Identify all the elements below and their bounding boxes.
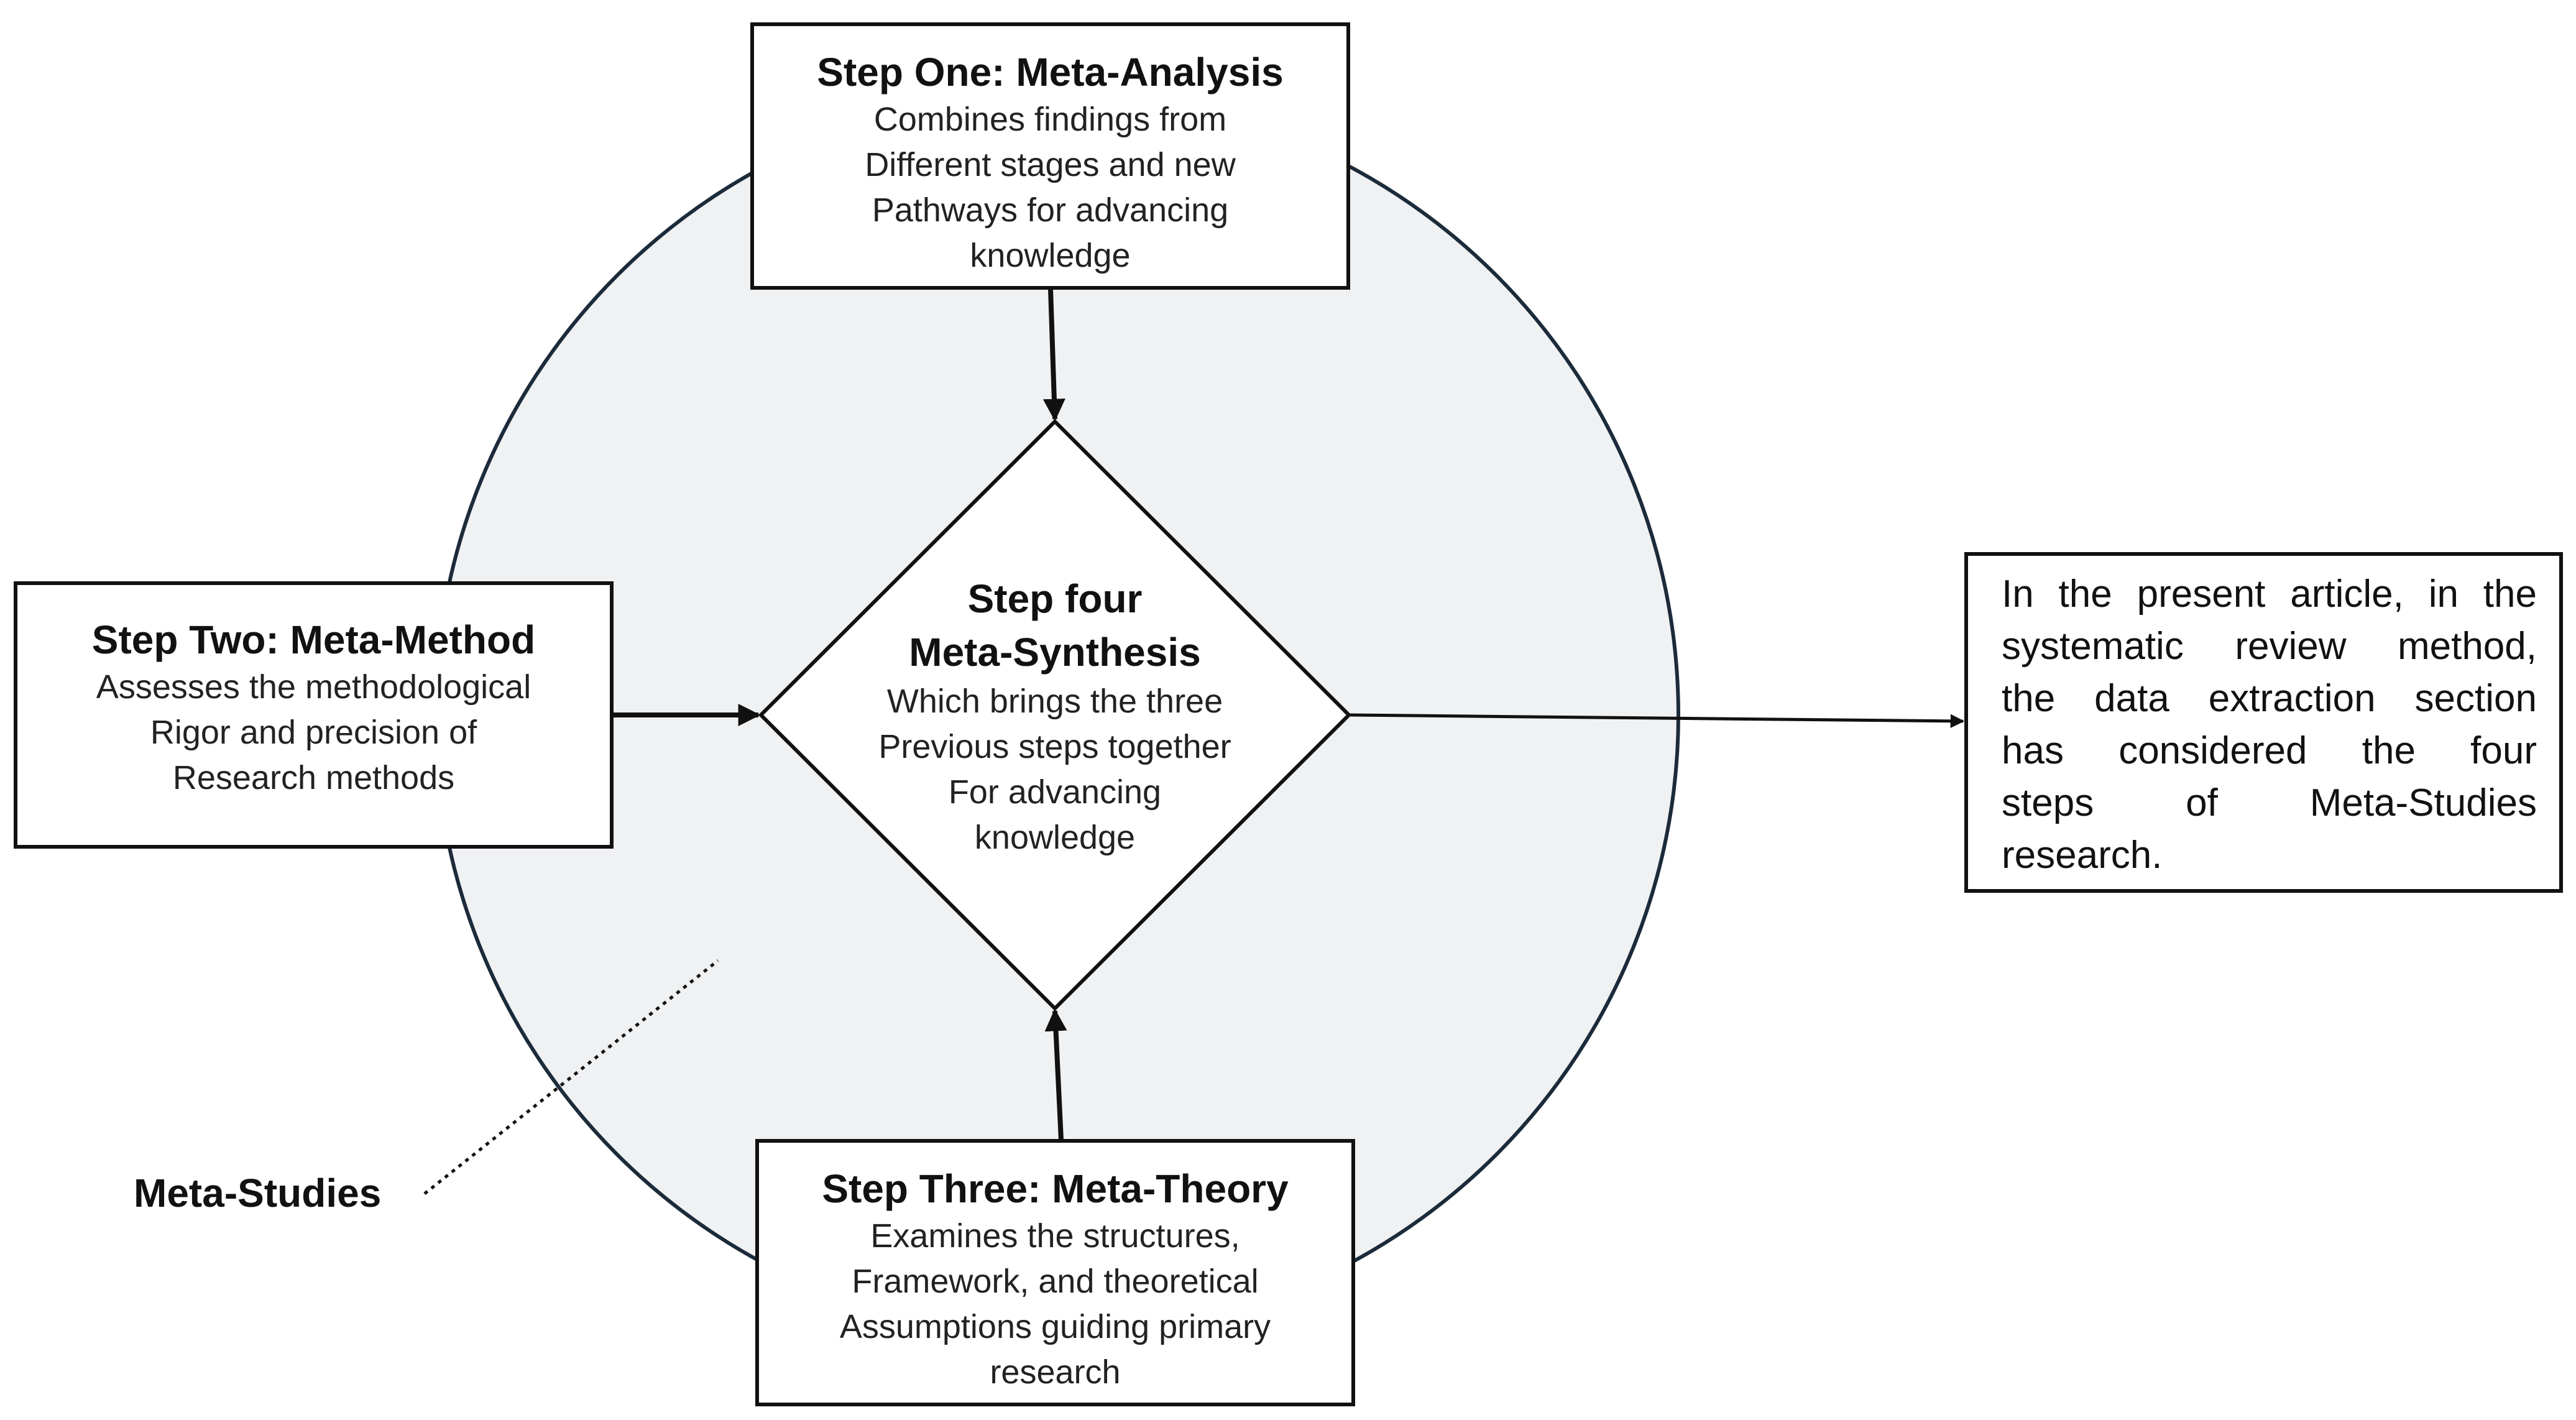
step-three-line: research <box>990 1353 1121 1391</box>
arrow-step-one-to-center <box>1042 288 1065 422</box>
step-four-line: Which brings the three <box>886 683 1223 720</box>
step-three-box: Step Three: Meta-Theory Examines the str… <box>755 1139 1355 1406</box>
arrow-center-to-note <box>1348 713 1965 729</box>
step-two-line: Rigor and precision of <box>150 714 477 751</box>
note-line: has considered the four <box>2002 729 2537 772</box>
meta-studies-leader <box>423 959 719 1195</box>
step-one-line: Pathways for advancing <box>872 191 1229 229</box>
step-three-line: Examines the structures, <box>870 1217 1240 1255</box>
step-two-line: Research methods <box>172 759 455 796</box>
step-three-title: Step Three: Meta-Theory <box>822 1166 1289 1211</box>
step-one-title: Step One: Meta-Analysis <box>817 50 1284 95</box>
step-one-box: Step One: Meta-Analysis Combines finding… <box>750 22 1350 290</box>
note-line: research. <box>2002 834 2163 877</box>
step-one-line: Combines findings from <box>873 101 1227 138</box>
meta-studies-label: Meta-Studies <box>134 1171 382 1215</box>
note-box: In the present article, in the systemati… <box>1964 552 2563 893</box>
step-four-title: Step four <box>967 576 1143 621</box>
step-four-line: For advancing <box>948 773 1162 811</box>
step-four-subtitle: Meta-Synthesis <box>909 630 1201 675</box>
step-two-box: Step Two: Meta-Method Assesses the metho… <box>14 581 614 849</box>
step-two-line: Assesses the methodological <box>96 668 531 706</box>
step-four-line: knowledge <box>974 819 1136 856</box>
step-one-line: Different stages and new <box>865 146 1236 183</box>
step-four-line: Previous steps together <box>878 728 1231 765</box>
note-line: steps of Meta-Studies <box>2002 781 2537 824</box>
step-one-line: knowledge <box>970 237 1131 274</box>
arrow-step-three-to-center <box>1044 1008 1067 1140</box>
note-line: In the present article, in the <box>2002 573 2537 615</box>
step-three-line: Assumptions guiding primary <box>839 1308 1271 1345</box>
step-three-line: Framework, and theoretical <box>852 1263 1259 1300</box>
step-two-title: Step Two: Meta-Method <box>91 617 536 662</box>
step-four-diamond <box>758 418 1352 1012</box>
step-four-text: Step four Meta-Synthesis Which brings th… <box>837 572 1272 860</box>
note-line: the data extraction section <box>2002 677 2537 720</box>
note-line: systematic review method, <box>2002 625 2537 668</box>
